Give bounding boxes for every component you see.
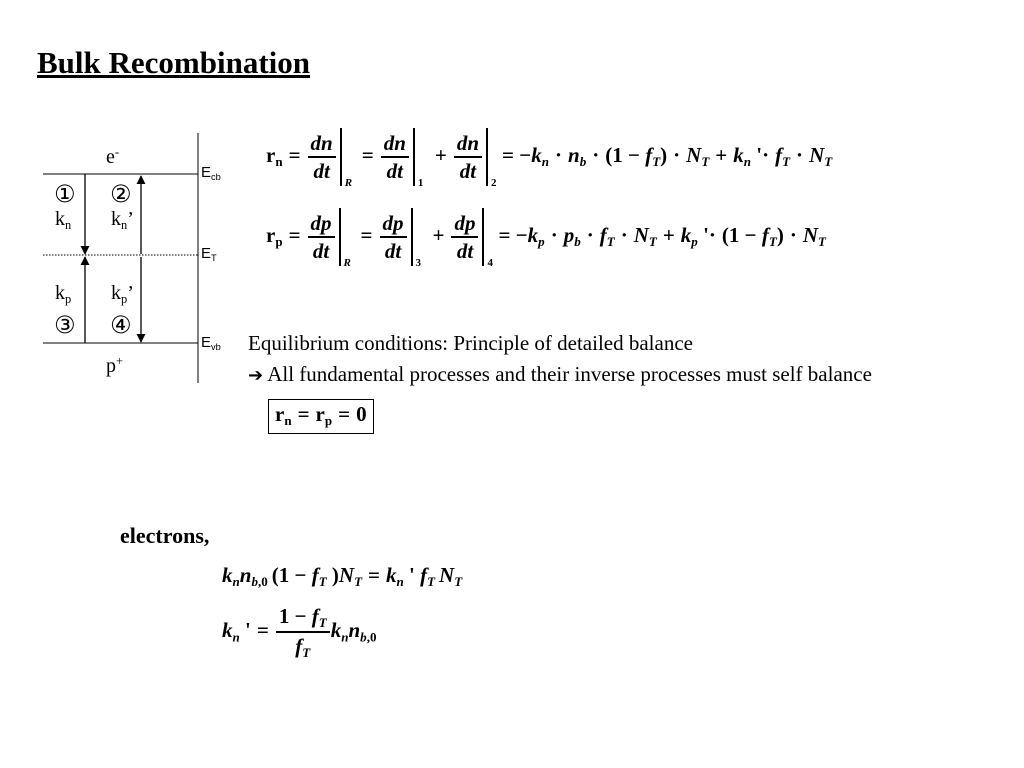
process-number-1: ① (54, 180, 76, 208)
process-number-4: ④ (110, 311, 132, 339)
self-balance-text: ➔ All fundamental processes and their in… (248, 362, 872, 386)
level-label-ecb: Ecb (201, 164, 221, 182)
rate-kp: kp (55, 282, 72, 306)
hole-label: p+ (106, 354, 123, 377)
electrons-label: electrons, (120, 523, 210, 548)
band-diagram (43, 133, 199, 383)
rate-kp-prime: kp’ (111, 282, 134, 306)
process-number-2: ② (110, 180, 132, 208)
level-label-et: ET (201, 245, 217, 263)
process-number-3: ③ (54, 311, 76, 339)
electron-label: e- (106, 145, 120, 168)
rate-kn-prime: kn’ (111, 208, 134, 232)
rate-kn: kn (55, 208, 72, 232)
boxed-equation: rn=rp=0 (268, 399, 374, 435)
slide-title: Bulk Recombination (37, 45, 311, 80)
equilibrium-conditions-text: Equilibrium conditions: Principle of det… (248, 331, 693, 355)
right-arrow-icon: ➔ (248, 365, 264, 386)
level-label-evb: Evb (201, 334, 221, 352)
